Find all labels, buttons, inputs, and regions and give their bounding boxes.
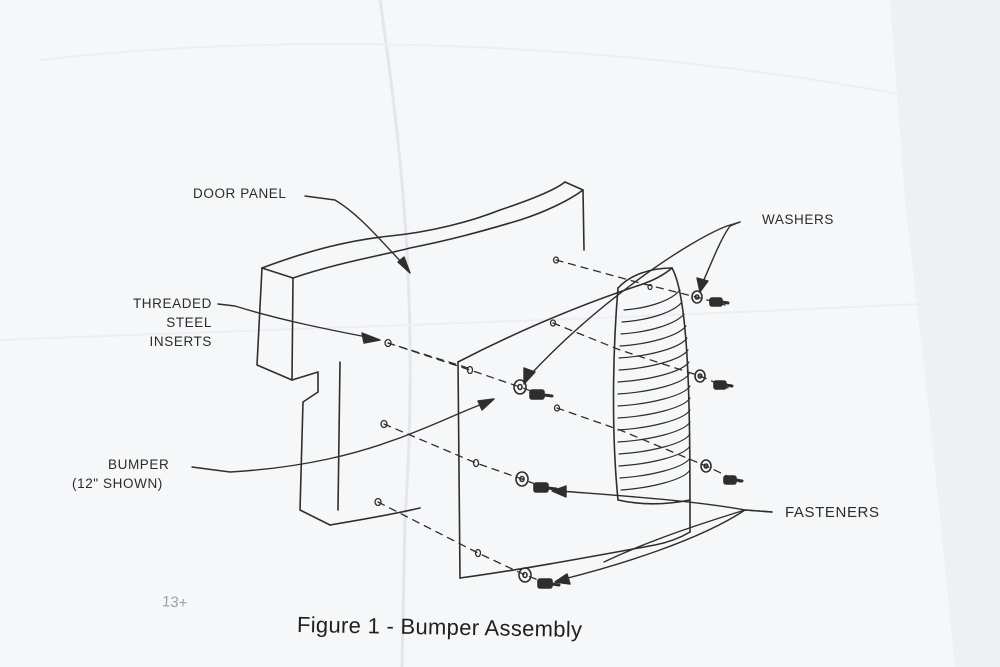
washer — [691, 290, 703, 304]
washer — [513, 379, 527, 395]
threaded-label-line-1: THREADED — [132, 296, 212, 311]
stray-mark: 13+ — [161, 593, 189, 612]
insert-holes — [374, 256, 653, 558]
washer — [518, 567, 532, 583]
fastener-set — [529, 297, 744, 589]
bumper-label-line-2: (12" SHOWN) — [72, 476, 163, 491]
threaded-label-line-2: STEEL — [166, 315, 212, 330]
threaded-label-line-3: INSERTS — [149, 334, 212, 349]
door-panel-shape — [256, 181, 585, 526]
paper-crease-3 — [39, 43, 981, 111]
bumper-plate — [457, 267, 691, 579]
washer — [694, 369, 706, 383]
fastener-bolt — [723, 475, 744, 485]
paper-crease-2 — [0, 299, 1000, 341]
fasteners-label: FASTENERS — [785, 504, 880, 521]
fastener-bolt — [529, 389, 554, 400]
door-panel-label: DOOR PANEL — [193, 186, 287, 201]
bumper-assembly-drawing — [191, 181, 773, 589]
paper-crease-1 — [378, 0, 412, 667]
fastener-bolt — [537, 578, 561, 589]
washer-set — [513, 290, 712, 583]
washer — [700, 459, 712, 473]
fastener-bolt — [709, 297, 730, 307]
fastener-bolt — [713, 380, 734, 390]
washers-label: WASHERS — [762, 212, 834, 227]
figure-caption: Figure 1 - Bumper Assembly — [296, 612, 583, 642]
leader-lines — [191, 195, 773, 585]
bumper-rubber-curve — [612, 267, 691, 505]
washer — [515, 471, 529, 487]
paper-shadow-right — [890, 0, 1000, 667]
bumper-label-line-1: BUMPER — [108, 457, 170, 472]
fastener-bolt — [533, 482, 558, 493]
